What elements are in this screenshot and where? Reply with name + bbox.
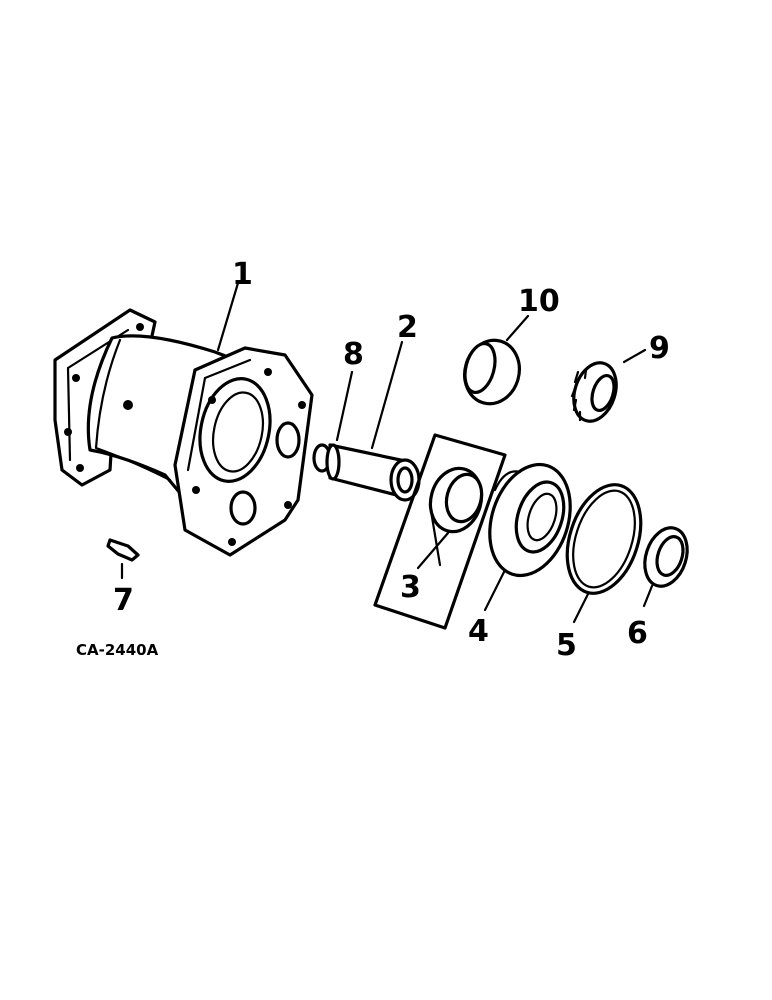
leader-line-1 — [216, 281, 240, 352]
leader-line-2 — [370, 340, 404, 450]
leader-line-4 — [483, 568, 507, 612]
housing-bore-inner — [211, 391, 265, 473]
callout-2: 2 — [397, 310, 418, 345]
shaft-sleeve-rear — [325, 443, 341, 481]
callout-6: 6 — [627, 616, 648, 651]
callout-7: 7 — [113, 583, 134, 618]
rear-flange-bolt-hole — [136, 323, 144, 331]
front-plate-bolt-hole — [208, 396, 216, 404]
leader-line-3 — [416, 531, 450, 570]
o-ring-outer — [565, 483, 643, 595]
cup-inner — [463, 341, 497, 395]
seal-housing-part-4 — [483, 462, 572, 612]
callout-9: 9 — [649, 331, 670, 366]
housing-front-plate-inner — [186, 358, 252, 472]
housing-side-hole — [123, 400, 133, 410]
cone-bore — [590, 374, 616, 412]
front-plate-bolt-hole — [264, 368, 272, 376]
bearing-face — [428, 503, 442, 567]
bearing-part-3 — [373, 433, 507, 630]
front-plate-bolt-hole — [192, 486, 200, 494]
drawing-code: CA-2440A — [76, 641, 159, 659]
rear-flange-bolt-hole — [76, 464, 84, 472]
callout-8: 8 — [343, 337, 364, 372]
callout-10: 10 — [518, 284, 560, 319]
bearing-inner — [444, 472, 484, 524]
front-plate-bolt-hole — [284, 501, 292, 509]
plug-body — [106, 538, 140, 562]
plug-part-7 — [106, 538, 140, 580]
callout-4: 4 — [468, 614, 489, 649]
housing-barrel-edge — [94, 338, 172, 482]
housing-part-1 — [53, 281, 314, 557]
housing-port-lower — [229, 490, 257, 526]
callout-5: 5 — [556, 628, 577, 663]
rear-flange-bolt-hole — [64, 428, 72, 436]
bearing-cup-part-10 — [463, 314, 530, 406]
o-ring-part-5 — [565, 483, 643, 624]
kit-box — [373, 433, 507, 630]
leader-line-9 — [622, 348, 647, 364]
o-ring-inner — [572, 489, 636, 589]
shaft-part-2 — [312, 340, 421, 502]
seal-inner — [655, 535, 685, 577]
seal-part-6 — [642, 526, 689, 608]
cone-rollers — [570, 368, 588, 422]
front-plate-bolt-hole — [298, 401, 306, 409]
front-plate-bolt-hole — [228, 538, 236, 546]
rear-flange-bolt-hole — [72, 374, 80, 382]
leader-line-8 — [335, 370, 354, 442]
housing-port-upper — [275, 421, 301, 459]
leader-line-6 — [642, 584, 654, 608]
callout-3: 3 — [400, 570, 421, 605]
leader-line-10 — [505, 314, 530, 342]
shaft-sleeve-bore — [396, 466, 414, 494]
seal-housing-lip — [526, 492, 558, 542]
housing-bore — [198, 377, 272, 483]
leader-line-5 — [572, 592, 590, 624]
callout-1: 1 — [232, 257, 253, 292]
bearing-cone-part-9 — [570, 348, 647, 423]
seal-housing-tab — [493, 470, 522, 492]
